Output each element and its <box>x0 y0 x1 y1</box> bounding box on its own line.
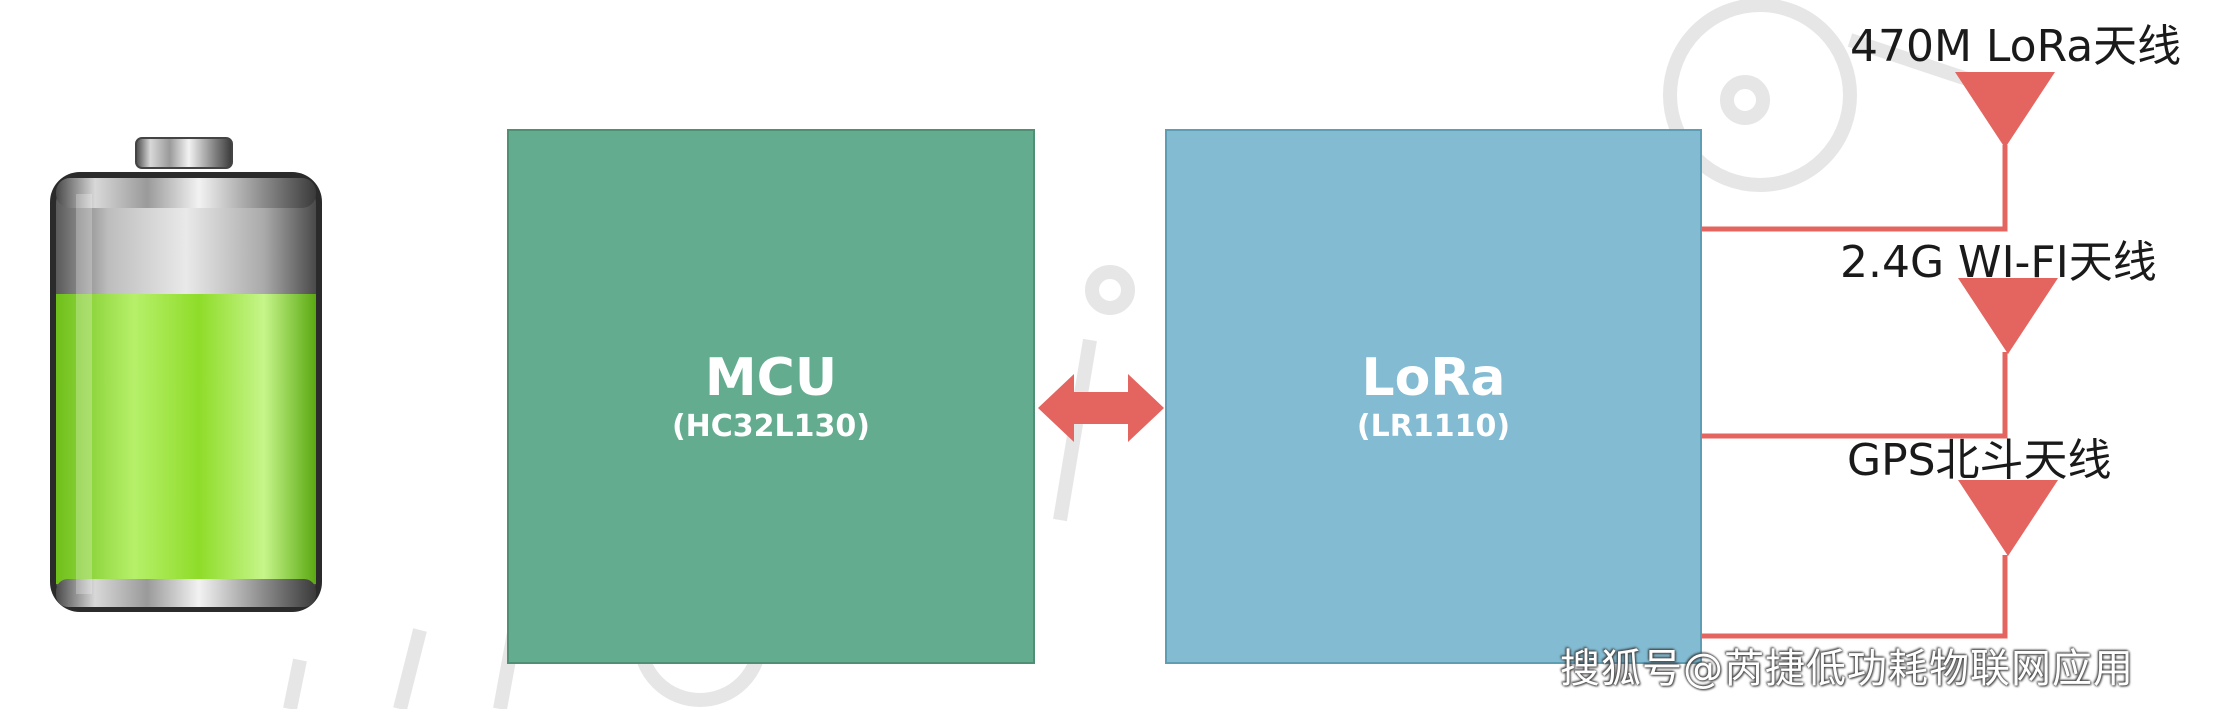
lora-title: LoRa <box>1361 347 1506 408</box>
antenna-label-wifi: 2.4G WI-FI天线 <box>1840 237 2157 288</box>
double-arrow-icon <box>1038 374 1164 442</box>
antenna-icon <box>1955 72 2055 148</box>
lora-block: LoRa (LR1110) <box>1165 129 1702 664</box>
connector-470m <box>1702 145 2008 232</box>
mcu-subtitle: (HC32L130) <box>671 408 871 444</box>
antenna-icon <box>1958 480 2058 556</box>
connector-wifi <box>1702 352 2008 439</box>
antenna-label-470m-lora: 470M LoRa天线 <box>1850 21 2182 72</box>
lora-subtitle: (LR1110) <box>1356 408 1511 444</box>
antenna-label-gps-beidou: GPS北斗天线 <box>1847 435 2112 486</box>
mcu-title: MCU <box>704 347 838 408</box>
connector-gps <box>1702 555 2008 639</box>
battery-icon <box>50 137 322 612</box>
mcu-block: MCU (HC32L130) <box>507 129 1035 664</box>
antenna-icon <box>1958 278 2058 354</box>
watermark-text: 搜狐号@芮捷低功耗物联网应用 <box>1560 646 2134 692</box>
